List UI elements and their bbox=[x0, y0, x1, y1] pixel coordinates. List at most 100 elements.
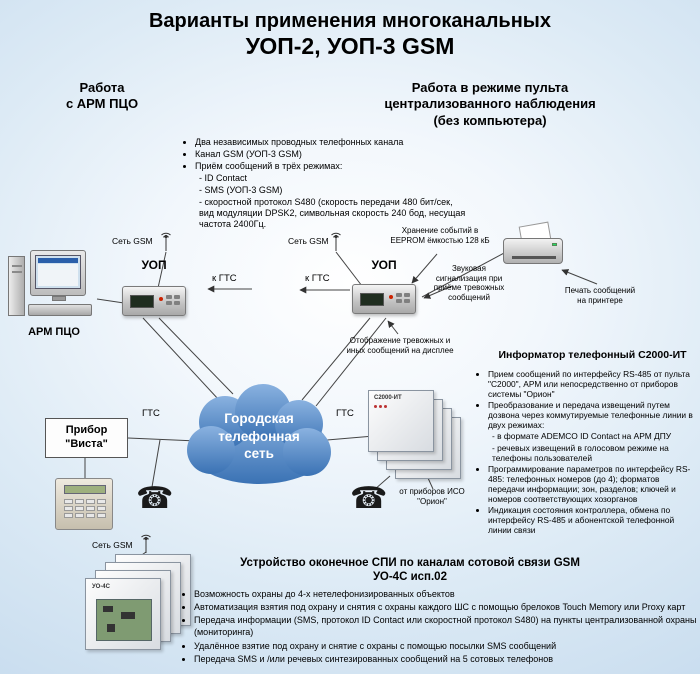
sound-alarm-note: Звуковая сигнализация при приёме тревожн… bbox=[433, 264, 505, 302]
to-gts-label-right: к ГТС bbox=[305, 273, 330, 284]
mode-left-line1: Работа bbox=[79, 80, 125, 95]
pc-window-body bbox=[38, 264, 78, 286]
uop-right-label: УОП bbox=[371, 258, 397, 272]
cloud-text: Городская телефонная сеть bbox=[183, 410, 335, 463]
gsm-antenna-icon bbox=[328, 232, 344, 252]
printer-button bbox=[552, 243, 557, 246]
to-gts-label-left: к ГТС bbox=[212, 273, 237, 284]
gts-label-right: ГТС bbox=[336, 408, 354, 419]
sub-bullet-item: - речевых извещений в голосовом режиме н… bbox=[492, 442, 669, 463]
uo4s-title-line2: УО-4С исп.02 bbox=[373, 571, 447, 584]
bullet-item: Удалённое взятие под охрану и снятие с о… bbox=[194, 640, 699, 652]
pc-tower-slot bbox=[12, 271, 22, 273]
uop-features-list: Два независимых проводных телефонных кан… bbox=[184, 137, 470, 172]
c2000-leds bbox=[374, 405, 387, 408]
uop-led bbox=[389, 295, 393, 299]
eeprom-note: Хранение событий в EEPROM ёмкостью 128 к… bbox=[390, 226, 490, 245]
uop-features-sublist: - ID Contact - SMS (УОП-3 GSM) - скорост… bbox=[184, 173, 470, 230]
bullet-item: Автоматизация взятия под охрану и снятия… bbox=[194, 601, 699, 613]
telephone-icon: ☎ bbox=[350, 482, 388, 515]
arm-pco-computer bbox=[8, 250, 104, 322]
bullet-item: Программирование параметров по интерфейс… bbox=[488, 464, 698, 504]
bullet-item: Канал GSM (УОП-3 GSM) bbox=[195, 149, 470, 160]
sub-bullet-item: - в формате ADEMCO ID Contact на АРМ ДПУ bbox=[492, 431, 672, 442]
print-note: Печать сообщений на принтере bbox=[564, 286, 636, 305]
gts-label-left: ГТС bbox=[142, 408, 160, 419]
pc-tower-slot bbox=[12, 265, 22, 267]
uo4s-pcb bbox=[96, 599, 152, 641]
uo4s-bullets-list: Возможность охраны до 4-х нетелефонизиро… bbox=[183, 588, 699, 665]
informator-sublist: - в формате ADEMCO ID Contact на АРМ ДПУ… bbox=[477, 431, 698, 462]
c2000-panel-front: С2000-ИТ bbox=[368, 390, 434, 452]
pcb-chip bbox=[103, 606, 113, 612]
bullet-item: Передача информации (SMS, протокол ID Co… bbox=[194, 614, 699, 638]
pc-keyboard bbox=[28, 304, 92, 316]
printer-slot bbox=[512, 256, 556, 259]
from-orion-note: от приборов ИСО "Орион" bbox=[399, 487, 465, 506]
pc-monitor-stand bbox=[52, 296, 66, 301]
mode-left-line2: с АРМ ПЦО bbox=[65, 96, 139, 112]
bullet-item: Возможность охраны до 4-х нетелефонизиро… bbox=[194, 588, 699, 600]
uo4s-section-title: Устройство оконечное СПИ по каналам сото… bbox=[190, 556, 630, 585]
mode-right-line2: централизованного наблюдения bbox=[384, 96, 596, 112]
display-note: Отображение тревожных и иных сообщений н… bbox=[346, 336, 454, 355]
mode-right-line1: Работа в режиме пульта bbox=[411, 80, 569, 95]
gsm-network-label-bottom: Сеть GSM bbox=[92, 540, 133, 550]
vista-device-box: Прибор "Виста" bbox=[45, 418, 128, 458]
gsm-antenna-icon bbox=[158, 232, 174, 252]
printer bbox=[503, 221, 565, 272]
mode-right-line3: (без компьютера) bbox=[433, 112, 547, 128]
vista-line2: "Виста" bbox=[65, 438, 108, 450]
gsm-network-label-left: Сеть GSM bbox=[112, 236, 153, 246]
informator-title: Информатор телефонный С2000-ИТ bbox=[498, 349, 687, 361]
keypad-keys bbox=[64, 499, 106, 518]
arm-pco-label: АРМ ПЦО bbox=[28, 326, 80, 338]
printer-body bbox=[503, 238, 563, 264]
vista-line1: Прибор bbox=[65, 424, 108, 437]
bullet-item: Приём сообщений в трёх режимах: bbox=[195, 161, 470, 172]
mode-right-heading: Работа в режиме пульта централизованного… bbox=[352, 80, 628, 129]
pcb-chip bbox=[121, 612, 135, 619]
city-telephone-network-cloud: Городская телефонная сеть bbox=[183, 380, 335, 488]
bullet-item: Два независимых проводных телефонных кан… bbox=[195, 137, 470, 148]
cloud-line2: телефонная bbox=[218, 428, 300, 444]
telephone-icon: ☎ bbox=[136, 482, 174, 515]
gsm-antenna-icon bbox=[138, 534, 154, 554]
uop-left-label: УОП bbox=[141, 258, 167, 272]
informator-list-b: Программирование параметров по интерфейс… bbox=[477, 464, 698, 536]
uo4s-stack: УО-4С bbox=[85, 554, 197, 654]
pc-screen bbox=[35, 255, 81, 289]
keypad-lcd bbox=[64, 485, 106, 494]
uo4s-bullets-block: Возможность охраны до 4-х нетелефонизиро… bbox=[183, 588, 699, 666]
bullet-item: Индикация состояния контроллера, обмена … bbox=[488, 505, 698, 535]
uop-features-block: Два независимых проводных телефонных кан… bbox=[184, 137, 470, 231]
cloud-line1: Городская bbox=[224, 411, 294, 426]
cloud-shape bbox=[187, 384, 331, 484]
c2000-device-label: С2000-ИТ bbox=[374, 395, 402, 401]
uop-led bbox=[159, 297, 163, 301]
cloud-line3: сеть bbox=[244, 446, 274, 462]
uop-buttons bbox=[166, 295, 180, 305]
uo4s-device-label: УО-4С bbox=[92, 584, 110, 590]
uop-right-device bbox=[352, 284, 416, 314]
sub-bullet-item: - SMS (УОП-3 GSM) bbox=[199, 184, 283, 195]
informator-block: Прием сообщений по интерфейсу RS-485 от … bbox=[477, 369, 698, 536]
uo4s-title-line1: Устройство оконечное СПИ по каналам сото… bbox=[240, 557, 580, 569]
informator-list-a: Прием сообщений по интерфейсу RS-485 от … bbox=[477, 369, 698, 430]
uop-left-device bbox=[122, 286, 186, 316]
uop-display bbox=[360, 293, 384, 306]
pc-tower bbox=[8, 256, 25, 316]
page-title-line2: УОП-2, УОП-3 GSM bbox=[245, 33, 455, 59]
page-title-line1: Варианты применения многоканальных bbox=[148, 10, 552, 32]
bullet-item: Передача SMS и /или речевых синтезирован… bbox=[194, 653, 699, 665]
uop-display bbox=[130, 295, 154, 308]
pc-monitor bbox=[30, 250, 86, 296]
pc-window-titlebar bbox=[38, 258, 78, 263]
c2000-it-stack: С2000-ИТ bbox=[368, 390, 468, 482]
gsm-network-label-right: Сеть GSM bbox=[288, 236, 329, 246]
sub-bullet-item: - скоростной протокол S480 (скорость пер… bbox=[199, 196, 466, 229]
uo4s-panel-front: УО-4С bbox=[85, 578, 161, 650]
vista-keypad bbox=[55, 478, 113, 530]
sub-bullet-item: - ID Contact bbox=[199, 172, 248, 183]
